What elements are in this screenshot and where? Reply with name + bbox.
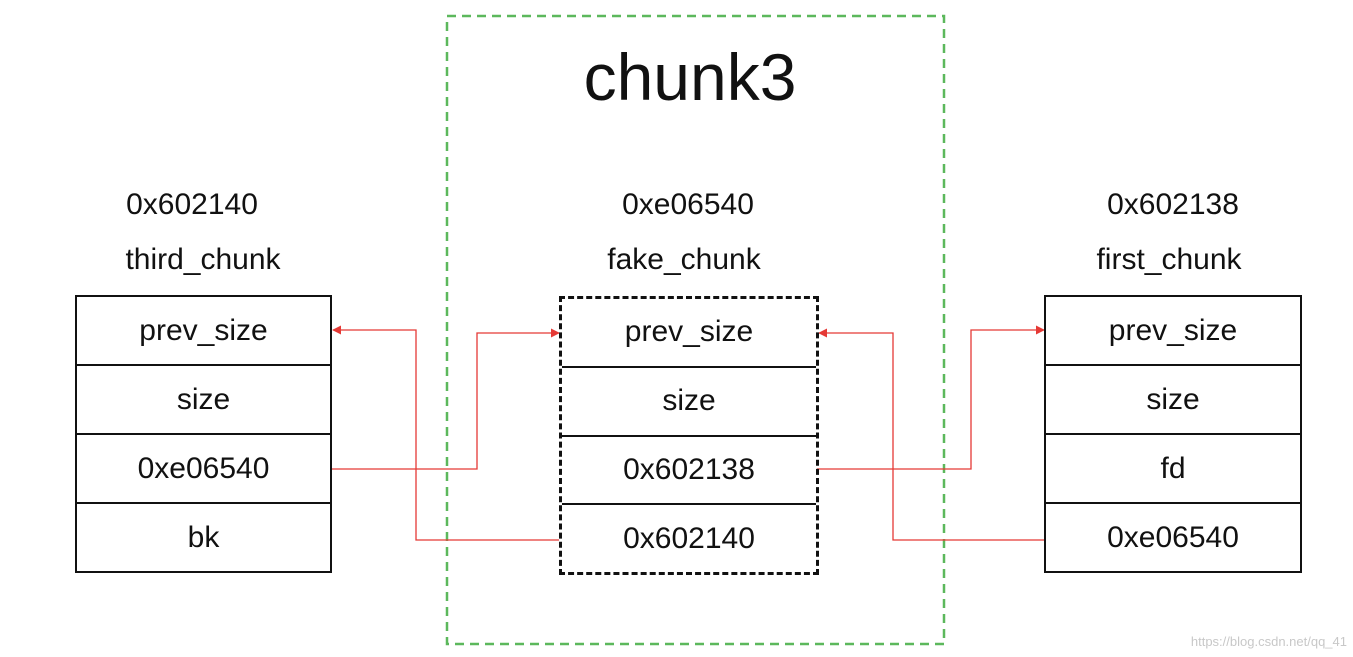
first-chunk-cell-bk: 0xe06540 [1046,502,1300,571]
arrow-fake-bk-to-third [332,325,559,541]
first-chunk-cell-fd: fd [1046,433,1300,502]
first-chunk-address: 0x602138 [1107,188,1239,221]
first-chunk-name: first_chunk [1096,243,1242,276]
fake-chunk-cell-fd: 0x602138 [562,434,816,504]
arrow-third-fd-to-fake [331,328,560,470]
third-chunk-cell-prev-size: prev_size [139,313,268,347]
arrow-fake-fd-to-first [817,325,1045,470]
fake-chunk-cell-size: size [562,365,816,435]
third-chunk-name: third_chunk [125,243,281,276]
fake-chunk-box: prev_size size 0x602138 0x602140 [559,296,819,575]
fake-chunk-cell-prev-size: prev_size [624,315,754,349]
fake-chunk-cell-bk: 0x602140 [562,503,816,572]
third-chunk-cell-fd: 0xe06540 [77,433,330,502]
arrow-first-bk-to-fake [818,328,1044,541]
first-chunk-box: prev_size size fd 0xe06540 [1044,295,1302,573]
fake-chunk-name: fake_chunk [607,243,761,276]
watermark-url: https://blog.csdn.net/qq_41 [1190,634,1347,649]
third-chunk-cell-bk: bk [77,502,330,571]
first-chunk-cell-size: size [1046,364,1300,433]
third-chunk-cell-size: size [77,364,330,433]
first-chunk-cell-prev-size: prev_size [1108,313,1238,347]
chunk3-group-border [445,14,946,646]
third-chunk-address: 0x602140 [126,188,258,221]
fake-chunk-address: 0xe06540 [622,188,754,221]
diagram-title: chunk3 [583,40,797,114]
third-chunk-box: prev_size size 0xe06540 bk [75,295,332,573]
